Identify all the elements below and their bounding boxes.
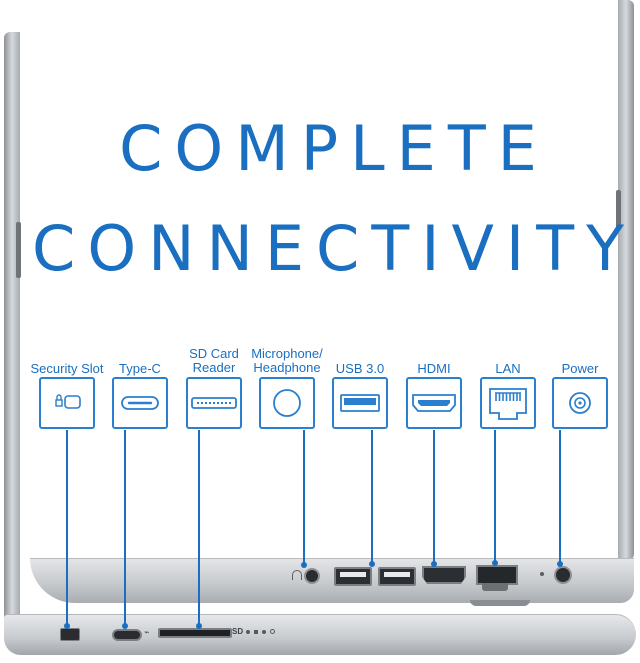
leader-line-sd-card [198,430,200,626]
port-box-lan [480,377,536,429]
laptop-base-right-side [30,558,634,603]
port-label-hdmi: HDMI [417,361,451,376]
security-slot-icon [55,394,81,409]
port-label-audio-jack: Microphone/ Headphone [251,346,323,375]
port-box-sd-card-reader [186,377,242,429]
sd-mark-text: SD [232,627,244,636]
leader-line-security-slot [66,430,68,626]
port-label-sd-card-reader: SD Card Reader [189,346,239,375]
lid-hinge-button [16,222,21,278]
usb-c-port [112,629,142,641]
lan-port-flap [482,583,508,591]
sd-card-slot [158,628,232,638]
leader-dot-power [557,561,563,567]
lid-side-button [616,190,621,230]
leader-line-audio-jack [303,430,305,566]
usb-c-mark-icon: ⌁ [144,627,150,637]
port-label-usb: USB 3.0 [335,361,385,376]
status-led-icons [246,629,276,635]
sd-card-reader-icon [191,397,237,409]
leader-dot-lan [492,560,498,566]
port-box-audio-jack [259,377,315,429]
usb-port-1 [334,567,372,586]
hdmi-icon [412,394,456,412]
port-label-lan: LAN [495,361,521,376]
port-box-security-slot [39,377,95,429]
port-box-power [552,377,608,429]
usb-c-icon [121,396,159,410]
port-label-power: Power [561,361,599,376]
headline-line-1: COMPLETE [119,112,549,185]
port-box-hdmi [406,377,462,429]
leader-line-usb [371,430,373,564]
lan-port [476,565,518,585]
leader-dot-type-c [122,623,128,629]
usb-port-2 [378,567,416,586]
power-jack-icon [569,392,591,414]
leader-line-lan [494,430,496,563]
laptop-lid-left-edge [4,32,20,622]
headline-line-2: CONNECTIVITY [32,212,636,285]
security-slot-port [60,628,80,641]
laptop-base-foot [470,600,530,606]
leader-dot-audio-jack [301,562,307,568]
leader-dot-security-slot [64,623,70,629]
leader-dot-sd-card [196,623,202,629]
leader-line-hdmi [433,430,435,564]
laptop-base-left-side [4,614,636,655]
headset-mark-icon [292,570,302,580]
leader-line-power [559,430,561,564]
audio-jack-port [304,568,320,584]
hdmi-port [422,566,466,584]
leader-dot-hdmi [431,561,437,567]
usb-a-icon [340,394,380,412]
port-box-type-c [112,377,168,429]
port-label-security-slot: Security Slot [30,361,104,376]
port-label-type-c: Type-C [119,361,161,376]
leader-line-type-c [124,430,126,626]
port-box-usb [332,377,388,429]
leader-dot-usb [369,561,375,567]
audio-jack-icon [273,389,301,417]
power-led-icon [540,572,544,576]
laptop-lid-right-edge [618,0,634,560]
ethernet-icon [489,388,527,420]
power-jack-port [554,566,572,584]
